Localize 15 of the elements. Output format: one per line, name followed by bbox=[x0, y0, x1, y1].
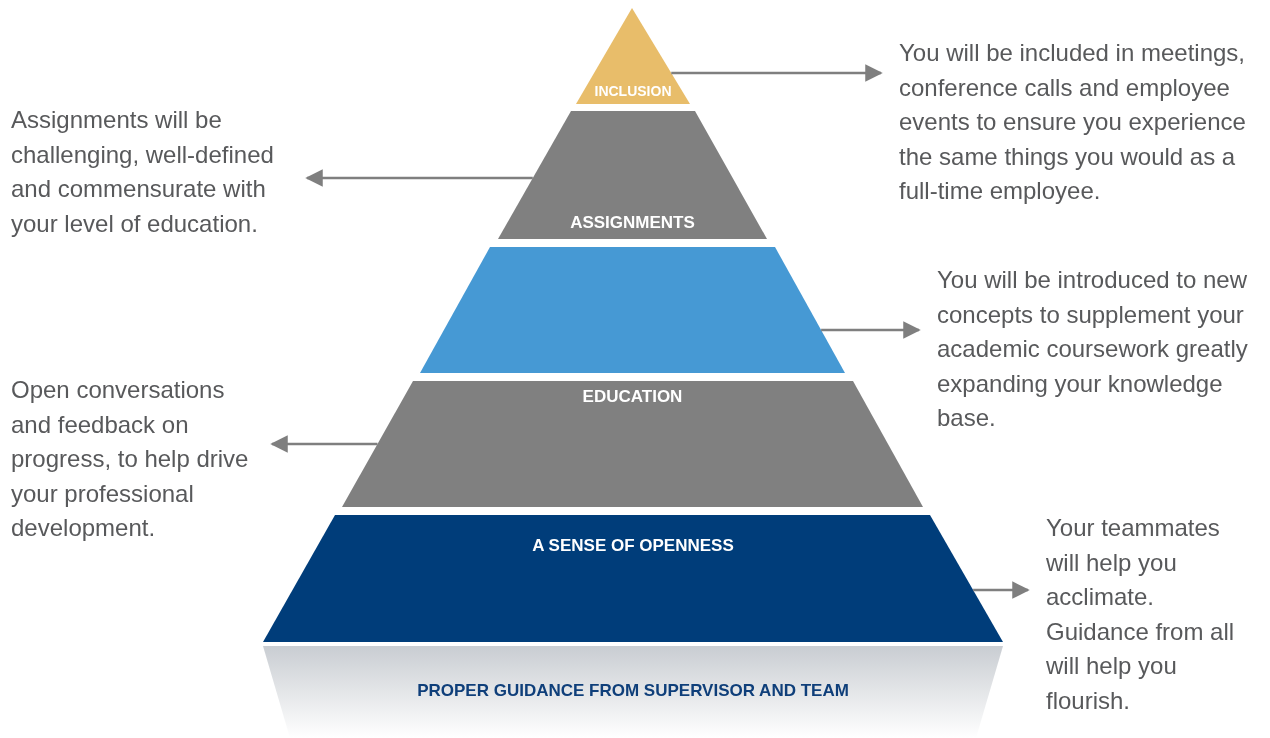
arrow bbox=[821, 321, 921, 339]
arrow bbox=[973, 581, 1030, 599]
description-text: Your teammates will help you acclimate. Guidance from all will help you flourish. bbox=[1046, 511, 1241, 718]
description-text: Assignments will be challenging, well-defined and commensurate with your level of education. bbox=[11, 103, 301, 241]
tier-label: PROPER GUIDANCE FROM SUPERVISOR AND TEAM bbox=[416, 681, 850, 701]
tier-label: A SENSE OF OPENNESS bbox=[531, 536, 735, 556]
tier-label: EDUCATION bbox=[581, 387, 684, 407]
tier-label: ASSIGNMENTS bbox=[569, 213, 696, 233]
arrow bbox=[305, 169, 533, 187]
arrow bbox=[270, 435, 378, 453]
description-text: You will be introduced to new concepts to supplement your academic coursework greatly expanding your knowledge base. bbox=[937, 263, 1267, 436]
tier-label: INCLUSION bbox=[593, 83, 673, 99]
description-text: You will be included in meetings, conference calls and employee events to ensure you experience the same things you would as a full-time employee. bbox=[899, 36, 1249, 209]
arrow bbox=[671, 64, 883, 82]
description-text: Open conversations and feedback on progress, to help drive your professional development. bbox=[11, 373, 266, 546]
